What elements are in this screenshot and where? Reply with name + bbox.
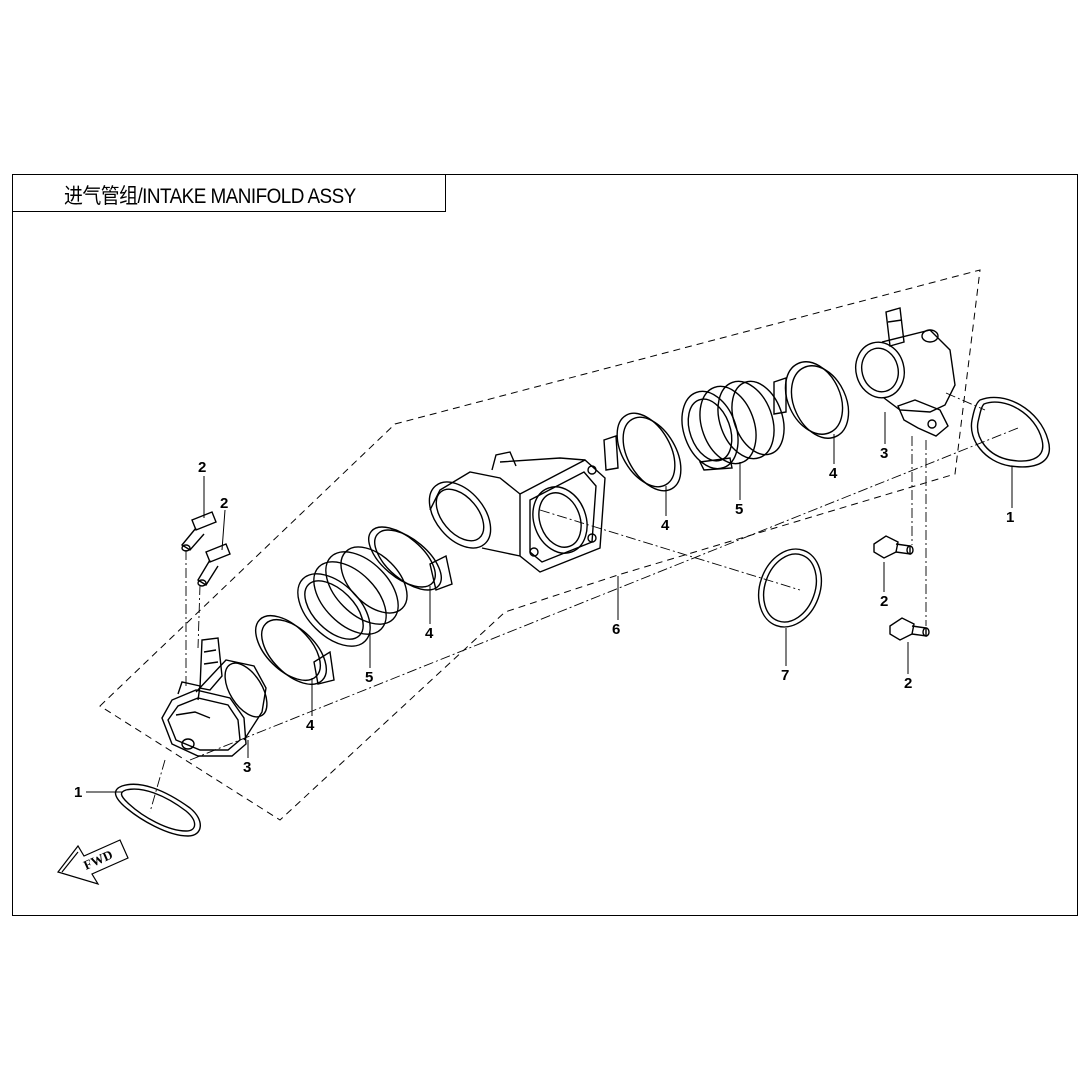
bolt-upper-left-a (180, 511, 217, 552)
bolt-upper-left-b (197, 543, 231, 587)
throttle-body (428, 451, 606, 573)
bolt-right-lower (889, 617, 930, 641)
manifold-elbow-left (161, 637, 268, 757)
gasket-right (970, 396, 1050, 468)
callout-labels: 1 1 2 2 2 2 3 3 4 4 4 4 5 5 6 7 FWD (74, 445, 1014, 873)
rubber-boot-left (297, 546, 408, 647)
callout-3-right: 3 (880, 445, 888, 462)
callout-4-b: 4 (425, 625, 434, 642)
callout-4-d: 4 (829, 465, 838, 482)
callout-2-b: 2 (220, 495, 228, 512)
callout-1-right: 1 (1006, 509, 1014, 526)
clamp-right-2 (773, 361, 850, 439)
diagram-frame (12, 174, 1078, 916)
callout-2-d: 2 (904, 675, 912, 692)
callout-3-left: 3 (243, 759, 251, 776)
rubber-boot-right (681, 380, 785, 471)
assembly-group-outline (99, 269, 981, 821)
gasket-left (114, 783, 201, 837)
fwd-arrow (56, 839, 129, 886)
leader-lines (86, 412, 1013, 793)
callout-4-a: 4 (306, 717, 315, 734)
axis-lines (149, 392, 1019, 813)
clamp-left-2 (368, 526, 453, 591)
manifold-elbow-right (855, 307, 956, 437)
callout-2-c: 2 (880, 593, 888, 610)
callout-6: 6 (612, 621, 620, 638)
callout-4-c: 4 (661, 517, 670, 534)
o-ring (757, 548, 823, 628)
callout-5-left: 5 (365, 669, 373, 686)
callout-5-right: 5 (735, 501, 743, 518)
callout-7: 7 (781, 667, 789, 684)
title-box: 进气管组/INTAKE MANIFOLD ASSY (12, 174, 446, 212)
diagram-title: 进气管组/INTAKE MANIFOLD ASSY (64, 185, 356, 208)
bolt-right-upper (873, 535, 914, 559)
callout-2-a: 2 (198, 459, 206, 476)
fwd-label: FWD (81, 847, 115, 873)
clamp-left-1 (255, 615, 335, 685)
clamp-right-1 (603, 412, 682, 492)
callout-1-left: 1 (74, 784, 82, 801)
